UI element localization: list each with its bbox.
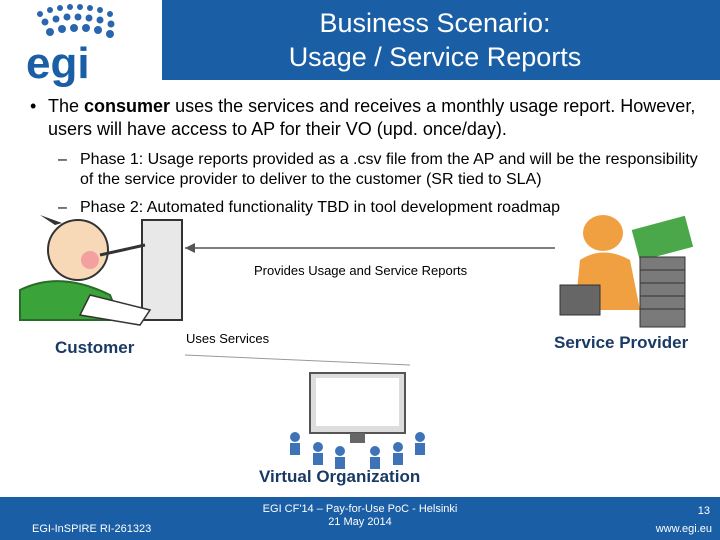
title-line-1: Business Scenario: [200, 6, 670, 40]
logo-text: egi [26, 39, 90, 88]
uses-services-line [185, 355, 410, 365]
phase1-text: Phase 1: Usage reports provided as a .cs… [80, 150, 700, 190]
customer-label: Customer [55, 338, 134, 358]
slide-header: egi Business Scenario: Usage / Service R… [0, 0, 720, 88]
bullet-bold: consumer [84, 96, 170, 116]
main-bullet-text: The consumer uses the services and recei… [48, 95, 698, 141]
page-number: 13 [660, 505, 710, 517]
egi-logo: egi [0, 0, 162, 88]
page-title: Business Scenario: Usage / Service Repor… [200, 6, 670, 74]
customer-illustration [20, 215, 182, 325]
virtual-organization-label: Virtual Organization [259, 467, 420, 487]
footer-project-id: EGI-InSPIRE RI-261323 [32, 523, 151, 535]
footer-event-line2: 21 May 2014 [250, 516, 470, 529]
arrow-label-reports: Provides Usage and Service Reports [254, 263, 467, 278]
service-provider-label: Service Provider [554, 333, 688, 353]
footer-event-line1: EGI CF'14 – Pay-for-Use PoC - Helsinki [250, 503, 470, 516]
service-provider-illustration [560, 215, 693, 327]
footer-event: EGI CF'14 – Pay-for-Use PoC - Helsinki 2… [250, 503, 470, 529]
title-line-2: Usage / Service Reports [200, 40, 670, 74]
virtual-organization-illustration [290, 373, 425, 469]
slide-footer: EGI-InSPIRE RI-261323 EGI CF'14 – Pay-fo… [0, 497, 720, 540]
dash-marker: – [58, 150, 67, 170]
bullet-marker: • [30, 95, 36, 118]
bullet-prefix: The [48, 96, 84, 116]
footer-url: www.egi.eu [630, 523, 712, 535]
arrow-label-uses-services: Uses Services [186, 331, 269, 346]
